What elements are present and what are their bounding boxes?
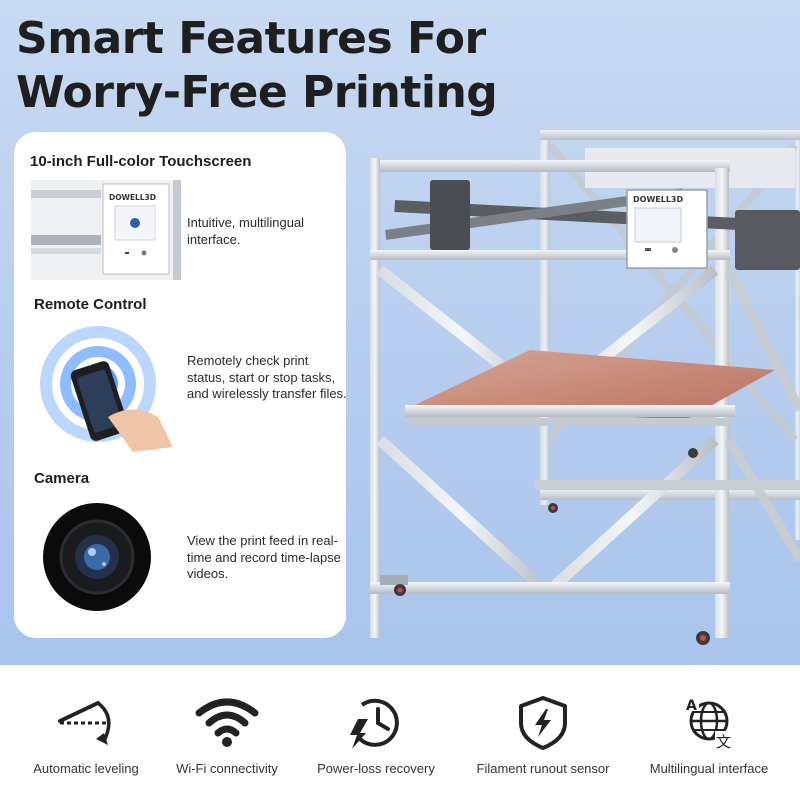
hero-section: Smart Features For Worry-Free Printing (0, 0, 800, 665)
feature-touchscreen-description: Intuitive, multilingual interface. (187, 215, 305, 247)
power-loss-recovery-icon (350, 698, 399, 749)
filament-sensor-icon (519, 696, 567, 750)
wifi-icon (195, 698, 259, 747)
front-top-rail (370, 160, 730, 172)
filament-sensor-label: Filament runout sensor (476, 761, 610, 776)
feature-card: 10-inch Full-color Touchscreen DOWELL3D … (14, 132, 347, 638)
wifi-label: Wi-Fi connectivity (176, 761, 278, 776)
auto-leveling-label: Automatic leveling (33, 761, 139, 776)
print-head (430, 180, 470, 250)
feature-camera-title: Camera (34, 470, 90, 487)
feature-camera-description: View the print feed in real-time and rec… (187, 533, 341, 581)
multilingual-icon: A 文 (685, 697, 733, 751)
printer-illustration: DOWELL3D (370, 130, 800, 645)
feature-power-loss-recovery: Power-loss recovery (296, 695, 456, 785)
multilingual-label: Multilingual interface (649, 761, 769, 776)
page-title: Smart Features For Worry-Free Printing (16, 12, 498, 120)
print-bed (415, 350, 775, 420)
touchscreen-brand: DOWELL3D (109, 193, 156, 202)
title-line-1: Smart Features For (16, 13, 486, 64)
printer-screen-brand: DOWELL3D (633, 195, 683, 204)
power-loss-recovery-label: Power-loss recovery (317, 761, 435, 776)
touchscreen-thumbnail: DOWELL3D (31, 180, 181, 280)
remote-control-thumbnail (40, 326, 173, 452)
svg-text:文: 文 (716, 733, 731, 751)
feature-icon-bar: Automatic leveling Wi-Fi connectivity Po… (0, 665, 800, 800)
feature-remote-title: Remote Control (34, 296, 147, 313)
title-line-2: Worry-Free Printing (16, 67, 498, 118)
feature-multilingual: A 文 Multilingual interface (629, 695, 789, 785)
feature-remote-description: Remotely check print status, start or st… (187, 353, 347, 401)
feature-filament-sensor: Filament runout sensor (463, 695, 623, 785)
svg-text:A: A (686, 698, 697, 714)
printer-wheels (380, 448, 710, 645)
feature-touchscreen-title: 10-inch Full-color Touchscreen (30, 153, 252, 170)
feature-auto-leveling: Automatic leveling (6, 695, 166, 785)
feature-wifi: Wi-Fi connectivity (147, 695, 307, 785)
auto-leveling-icon (58, 701, 111, 745)
camera-thumbnail (43, 503, 151, 611)
